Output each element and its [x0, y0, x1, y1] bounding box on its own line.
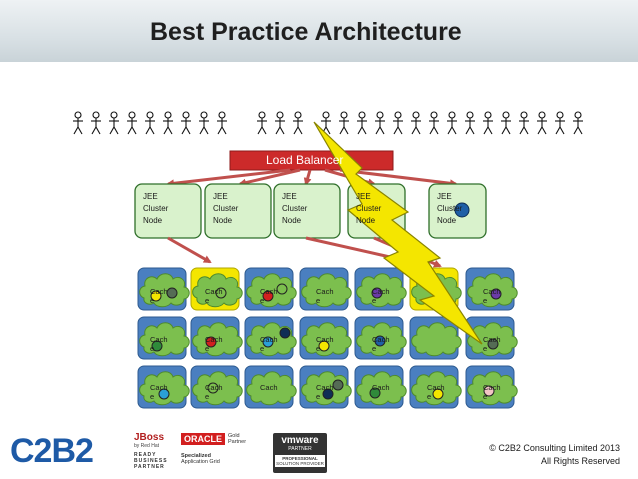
vmware-logo: vmware [281, 435, 319, 446]
jee-node-2-line2: Cluster [213, 204, 239, 213]
jboss-ready: READY [134, 452, 157, 458]
cache-label: Cach [260, 383, 278, 392]
oracle-logo: ORACLE [181, 433, 225, 445]
title-bar: Best Practice Architecture [0, 0, 638, 62]
jee-node-3-label: JEE Cluster Node [282, 191, 307, 227]
users-group [72, 111, 584, 135]
cache-row-2 [137, 316, 518, 360]
jee-node-2-line3: Node [213, 216, 233, 225]
jee-node-3-line3: Node [282, 216, 302, 225]
copyright-text: © C2B2 Consulting Limited 2013 [489, 443, 620, 453]
cache-grid [137, 267, 518, 409]
lb-arrows [166, 168, 458, 188]
jee-node-3-line2: Cluster [282, 204, 308, 213]
jboss-logo: JBoss [134, 432, 165, 443]
jboss-business: BUSINESS [134, 458, 168, 464]
cache-row-3 [137, 365, 518, 409]
oracle-partner: Partner [228, 439, 247, 445]
jboss-byline: by Red Hat [134, 443, 160, 449]
jee-node-2-label: JEE Cluster Node [213, 191, 238, 227]
vmware-pro: PROFESSIONAL [282, 456, 318, 461]
vmware-partner: PARTNER [288, 446, 312, 452]
jee-node-4-line3: Node [356, 216, 376, 225]
jee-node-1-label: JEE Cluster Node [143, 191, 168, 227]
jee-node-4-label: JEE Cluster Node [356, 191, 381, 227]
oracle-grid: Application Grid [181, 459, 220, 465]
rights-text: All Rights Reserved [540, 456, 620, 466]
jee-node-4-line1: JEE [356, 192, 371, 201]
jee-node-5-line3: Node [437, 216, 457, 225]
jee-node-3-line1: JEE [282, 192, 297, 201]
oracle-gold: Gold [228, 433, 240, 439]
oracle-specialized: Specialized [181, 453, 211, 459]
jee-node-1-line1: JEE [143, 192, 158, 201]
oracle-badge: ORACLE Gold Partner Specialized Applicat… [181, 433, 261, 471]
c2b2-logo: C2B2 [10, 432, 94, 470]
jee-nodes [134, 183, 487, 239]
lightning-bolt-icon [313, 121, 483, 345]
load-balancer-label: Load Balancer [266, 153, 344, 167]
vmware-solution: SOLUTION PROVIDER [276, 461, 324, 466]
jee-node-1-line3: Node [143, 216, 163, 225]
vmware-badge: vmware PARTNER PROFESSIONAL SOLUTION PRO… [273, 433, 327, 473]
jee-node-5-label: JEE Cluster Node [437, 191, 462, 227]
jee-node-2 [204, 183, 272, 239]
jee-node-5-line2: Cluster [437, 204, 463, 213]
jboss-badge: JBoss by Red Hat READY BUSINESS PARTNER [134, 432, 178, 474]
jee-node-2-line1: JEE [213, 192, 228, 201]
jee-node-4-line2: Cluster [356, 204, 382, 213]
footer-copyright: © C2B2 Consulting Limited 2013 All Right… [489, 442, 620, 468]
jee-node-5-line1: JEE [437, 192, 452, 201]
jboss-partner: PARTNER [134, 464, 165, 470]
jee-node-1-line2: Cluster [143, 204, 169, 213]
cache-label: Cach [372, 383, 390, 392]
slide-title: Best Practice Architecture [150, 18, 462, 46]
